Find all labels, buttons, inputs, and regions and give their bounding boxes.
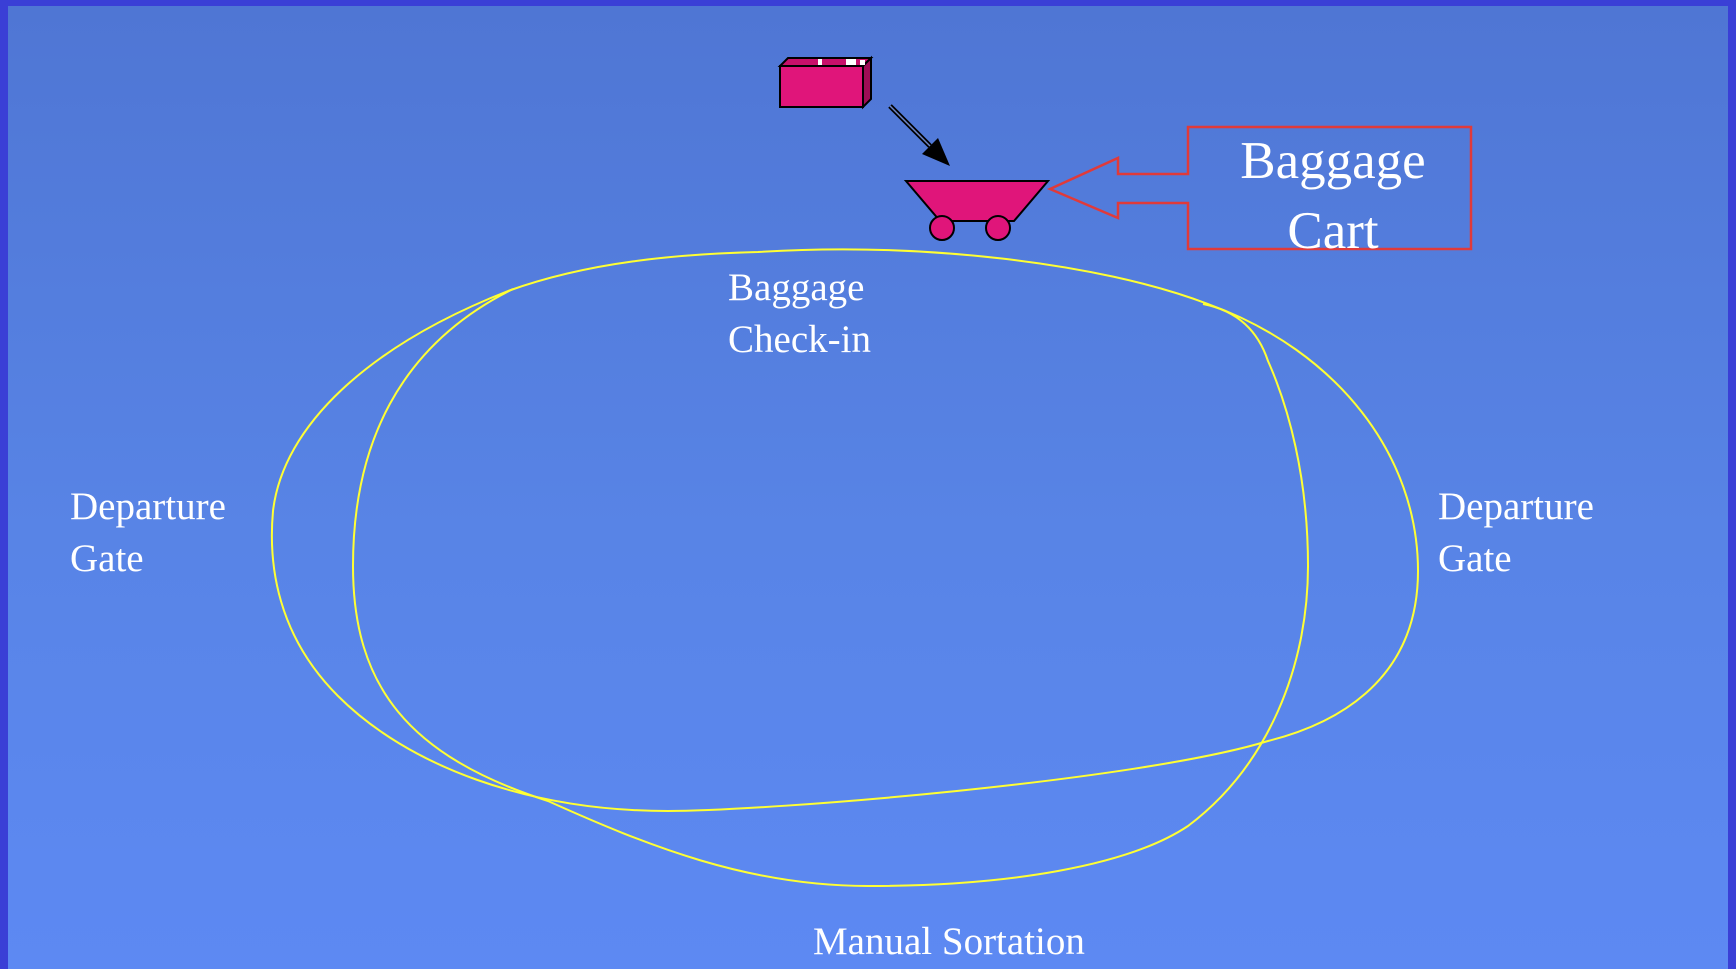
callout-line-2: Cart [1287, 202, 1379, 260]
conveyor-diagram [270, 55, 1473, 888]
left-gate-line-2: Gate [70, 537, 144, 580]
checkin-line-1: Baggage [728, 266, 865, 309]
baggage-box-icon [777, 55, 874, 110]
diagram-slide: Baggage Cart Baggage Check-in Departure … [8, 6, 1728, 969]
callout-label: Baggage Cart [1193, 126, 1473, 266]
callout-line-1: Baggage [1240, 132, 1426, 190]
label-departure-gate-left: Departure Gate [70, 481, 226, 585]
baggage-cart-callout [1046, 125, 1473, 251]
drop-arrow-icon [888, 104, 950, 166]
right-gate-line-2: Gate [1438, 537, 1512, 580]
baggage-cart-icon [903, 180, 1051, 241]
label-baggage-checkin: Baggage Check-in [728, 262, 871, 366]
conveyor-loop-outer [270, 248, 1420, 813]
label-departure-gate-right: Departure Gate [1438, 481, 1594, 585]
left-gate-line-1: Departure [70, 485, 226, 528]
checkin-line-2: Check-in [728, 318, 871, 361]
conveyor-loop-inner [351, 288, 1310, 888]
label-manual-sortation: Manual Sortation [813, 920, 1085, 963]
right-gate-line-1: Departure [1438, 485, 1594, 528]
